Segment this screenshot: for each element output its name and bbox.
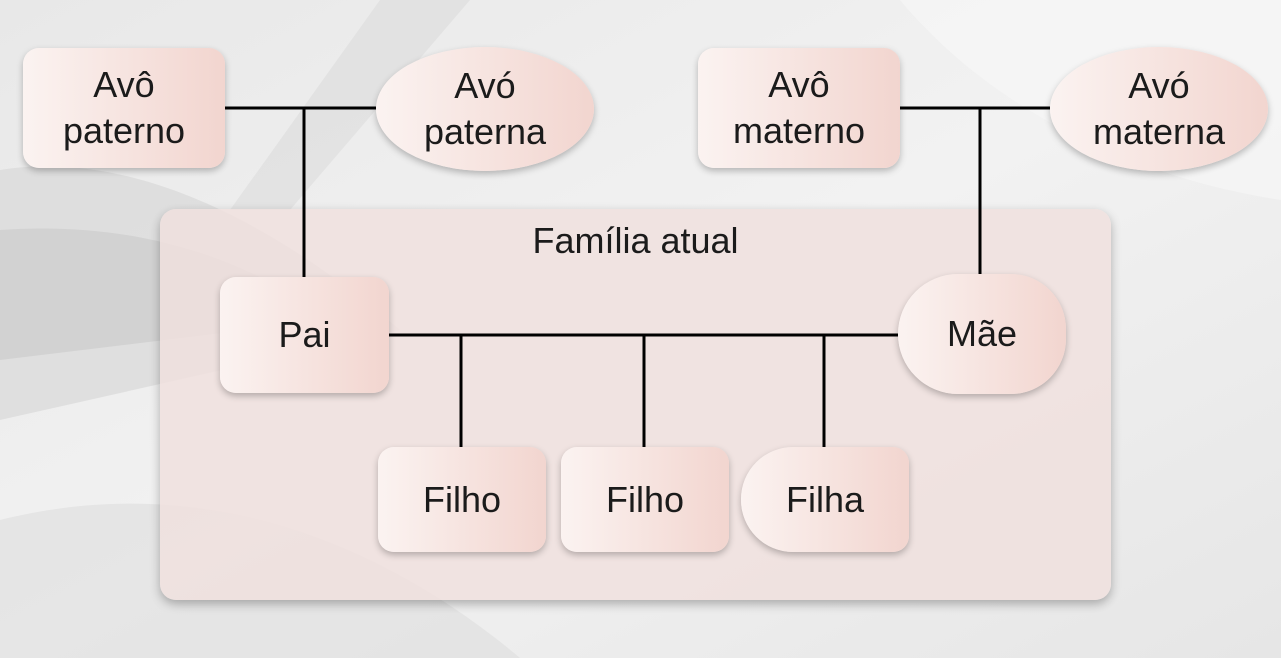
father-label: Pai — [278, 314, 331, 355]
father-node: Pai — [220, 277, 389, 393]
maternal-grandfather-label: Avô materno — [732, 64, 866, 151]
daughter-label: Filha — [785, 478, 865, 520]
maternal-grandmother-node: Avó materna — [1050, 47, 1268, 171]
maternal-grandmother-label: Avó materna — [1092, 65, 1226, 152]
panel-title: Família atual — [532, 220, 739, 261]
daughter-node: Filha — [741, 447, 909, 552]
mother-label: Mãe — [946, 313, 1018, 354]
mother-node: Mãe — [898, 274, 1066, 394]
son-1-node: Filho — [378, 447, 546, 552]
maternal-grandfather-node: Avô materno — [698, 48, 900, 168]
son-1-label: Filho — [422, 478, 502, 520]
son-2-label: Filho — [605, 478, 685, 520]
son-2-node: Filho — [561, 447, 729, 552]
paternal-grandmother-node: Avó paterna — [376, 47, 594, 171]
paternal-grandfather-label: Avô paterno — [62, 64, 186, 151]
paternal-grandmother-label: Avó paterna — [423, 65, 547, 152]
paternal-grandfather-node: Avô paterno — [23, 48, 225, 168]
